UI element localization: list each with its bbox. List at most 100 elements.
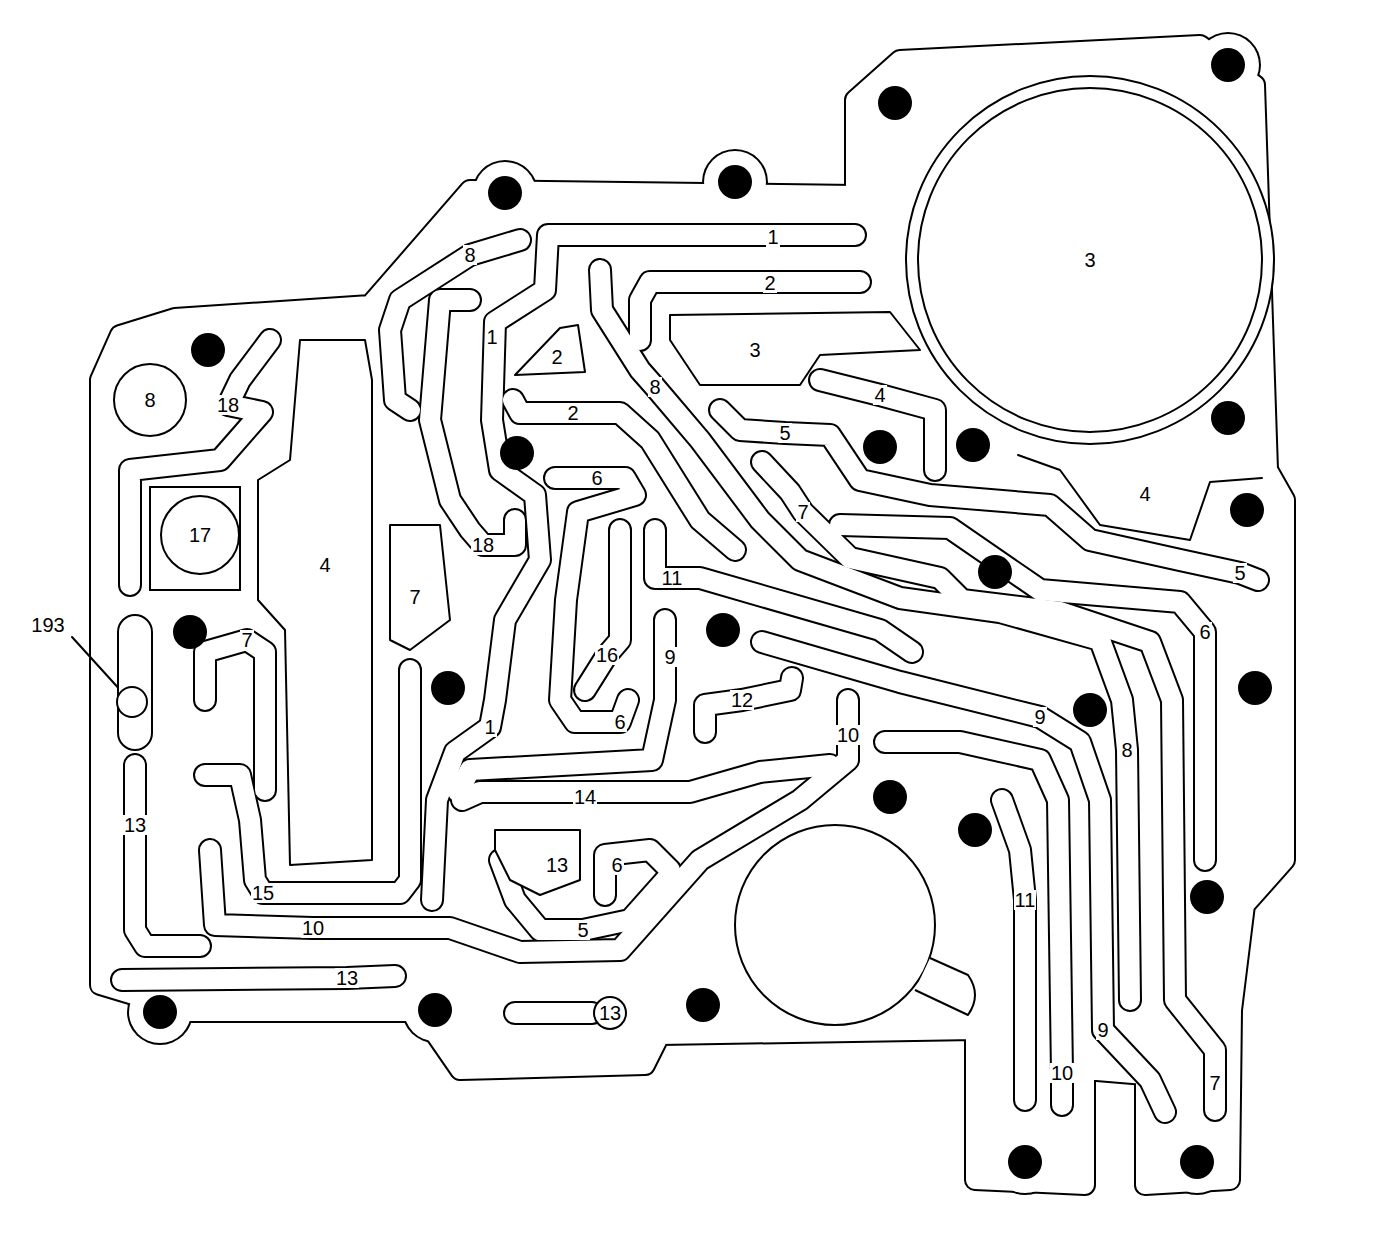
passage-wall: [705, 678, 792, 732]
bolt-hole: [143, 995, 177, 1029]
bolt-hole: [873, 780, 907, 814]
bolt-tab-face: [177, 319, 239, 381]
port-circle-edge: [161, 496, 239, 574]
bolt-tab-faces: [129, 34, 1286, 1193]
plate-line: [72, 637, 122, 692]
port-number: 3: [1084, 250, 1095, 270]
port-circle-edge: [114, 364, 186, 436]
passage-number: 6: [613, 712, 626, 732]
bolt-hole: [956, 428, 990, 462]
port-circle: 13: [593, 996, 627, 1030]
passage-number: 8: [463, 245, 476, 265]
bolt-tab-face: [1166, 1131, 1228, 1193]
bolt-hole: [1230, 493, 1264, 527]
plate-line: [1018, 455, 1262, 540]
passage-number: 6: [590, 468, 603, 488]
port-circle-inner-edge: [918, 88, 1262, 432]
passage-opening: [840, 525, 1205, 860]
passage-number: 18: [216, 395, 240, 415]
port-region: [670, 312, 920, 385]
orifice-hole: [117, 687, 147, 717]
passage-number: 16: [595, 645, 619, 665]
bolt-tab-face: [1197, 34, 1259, 96]
passage-wall: [515, 1001, 592, 1025]
bolt-holes: [143, 48, 1272, 1179]
port-circle: 17: [160, 495, 240, 575]
passage-number: 6: [1198, 622, 1211, 642]
plate-outline-edge: [100, 45, 1285, 1185]
edge-lines: [72, 455, 1262, 692]
bolt-hole: [718, 165, 752, 199]
bolt-hole: [1211, 401, 1245, 435]
passage-opening: [390, 240, 520, 410]
passage-opening: [1002, 800, 1025, 1100]
bolt-tab-face: [417, 657, 479, 719]
passage-number: 4: [318, 555, 331, 575]
accumulator-opening: [735, 825, 935, 1025]
passage-number: 13: [123, 815, 147, 835]
passage-number: 10: [301, 918, 325, 938]
passage-opening: [655, 530, 912, 652]
bolt-hole: [1180, 1145, 1214, 1179]
port-region: [515, 325, 585, 375]
port-number: 8: [144, 390, 155, 410]
passage-number: 1: [483, 717, 496, 737]
bolt-tab-face: [704, 151, 766, 213]
passage-number: 7: [796, 502, 809, 522]
passage-number: 5: [576, 920, 589, 940]
bolt-hole: [686, 988, 720, 1022]
passage-number: 7: [240, 630, 253, 650]
passage-wall: [1002, 800, 1025, 1100]
passage-opening: [555, 478, 635, 722]
passage-opening: [585, 530, 620, 690]
bolt-hole: [1073, 693, 1107, 727]
passage-number: 10: [836, 725, 860, 745]
plate-outline-face: [100, 45, 1285, 1185]
passage-number: 1: [485, 327, 498, 347]
passage-number: 2: [550, 347, 563, 367]
passage-opening: [135, 765, 200, 946]
bolt-tab-face: [1224, 657, 1286, 719]
passage-number: 14: [573, 787, 597, 807]
passage-number: 6: [610, 855, 623, 875]
passage-number: 3: [748, 340, 761, 360]
bolt-hole: [978, 555, 1012, 589]
passage-number: 1: [766, 227, 779, 247]
hole-slot: [118, 615, 152, 750]
port-number: 13: [599, 1003, 621, 1023]
bolt-tab-face: [474, 162, 536, 224]
bolt-hole: [1211, 48, 1245, 82]
passage-opening: [430, 300, 515, 545]
passage-number: 11: [1014, 890, 1037, 910]
passage-number: 13: [335, 968, 359, 988]
passage-wall: [135, 765, 200, 946]
port-circle-edge: [594, 997, 626, 1029]
passage-number: 8: [648, 377, 661, 397]
bolt-hole: [488, 176, 522, 210]
passage-opening: [462, 765, 830, 800]
passage-number: 5: [778, 423, 791, 443]
accumulator-notch: [915, 958, 975, 1015]
passage-number: 2: [763, 273, 776, 293]
bolt-hole: [500, 436, 534, 470]
passage-number: 15: [251, 883, 275, 903]
bolt-tab-face: [692, 599, 754, 661]
port-circle-edge: [906, 76, 1274, 444]
bolt-hole: [706, 613, 740, 647]
passage-number: 13: [545, 855, 569, 875]
port-regions: [258, 312, 920, 895]
bolt-tab-face: [1216, 479, 1278, 541]
passage-wall: [555, 478, 635, 722]
bolt-tab-face: [994, 1131, 1056, 1193]
passage-number: 9: [1096, 1020, 1109, 1040]
passage-number: 18: [471, 535, 495, 555]
port-region: [495, 830, 580, 895]
bolt-hole: [958, 813, 992, 847]
bolt-hole: [418, 993, 452, 1027]
bolt-hole: [173, 615, 207, 649]
passage-number: 2: [566, 403, 579, 423]
bolt-hole: [878, 86, 912, 120]
passage-opening: [458, 620, 665, 792]
passage-number: 8: [1120, 740, 1133, 760]
